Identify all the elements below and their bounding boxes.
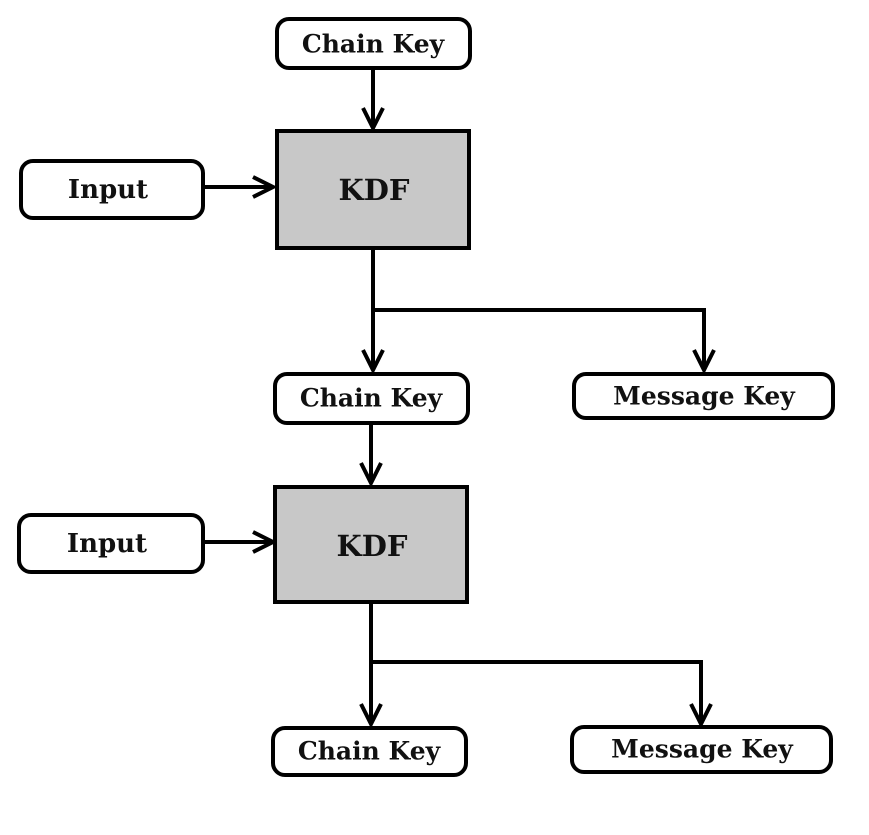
node-chain-key-mid: Chain Key	[273, 372, 470, 425]
arrow-kdf-to-messagekey-1	[373, 308, 704, 370]
node-chain-key-bottom: Chain Key	[271, 726, 468, 777]
node-chain-key-top: Chain Key	[275, 17, 472, 70]
connectors	[203, 68, 704, 724]
chain-key-bottom-label: Chain Key	[298, 737, 442, 766]
message-key-2-label: Message Key	[611, 735, 794, 764]
kdf-box-1: KDF	[275, 129, 471, 250]
kdf-box-2: KDF	[273, 485, 469, 604]
chain-key-top-label: Chain Key	[302, 30, 446, 59]
node-input-1: Input	[19, 159, 205, 220]
node-message-key-2: Message Key	[570, 725, 833, 774]
chain-key-mid-label: Chain Key	[300, 384, 444, 413]
arrow-kdf-to-messagekey-2	[371, 660, 701, 724]
input-2-label: Input	[67, 529, 147, 559]
kdf-2-label: KDF	[337, 529, 408, 563]
message-key-1-label: Message Key	[613, 382, 796, 411]
node-message-key-1: Message Key	[572, 372, 835, 420]
input-1-label: Input	[68, 175, 148, 205]
kdf-1-label: KDF	[339, 173, 410, 207]
node-input-2: Input	[17, 513, 205, 574]
